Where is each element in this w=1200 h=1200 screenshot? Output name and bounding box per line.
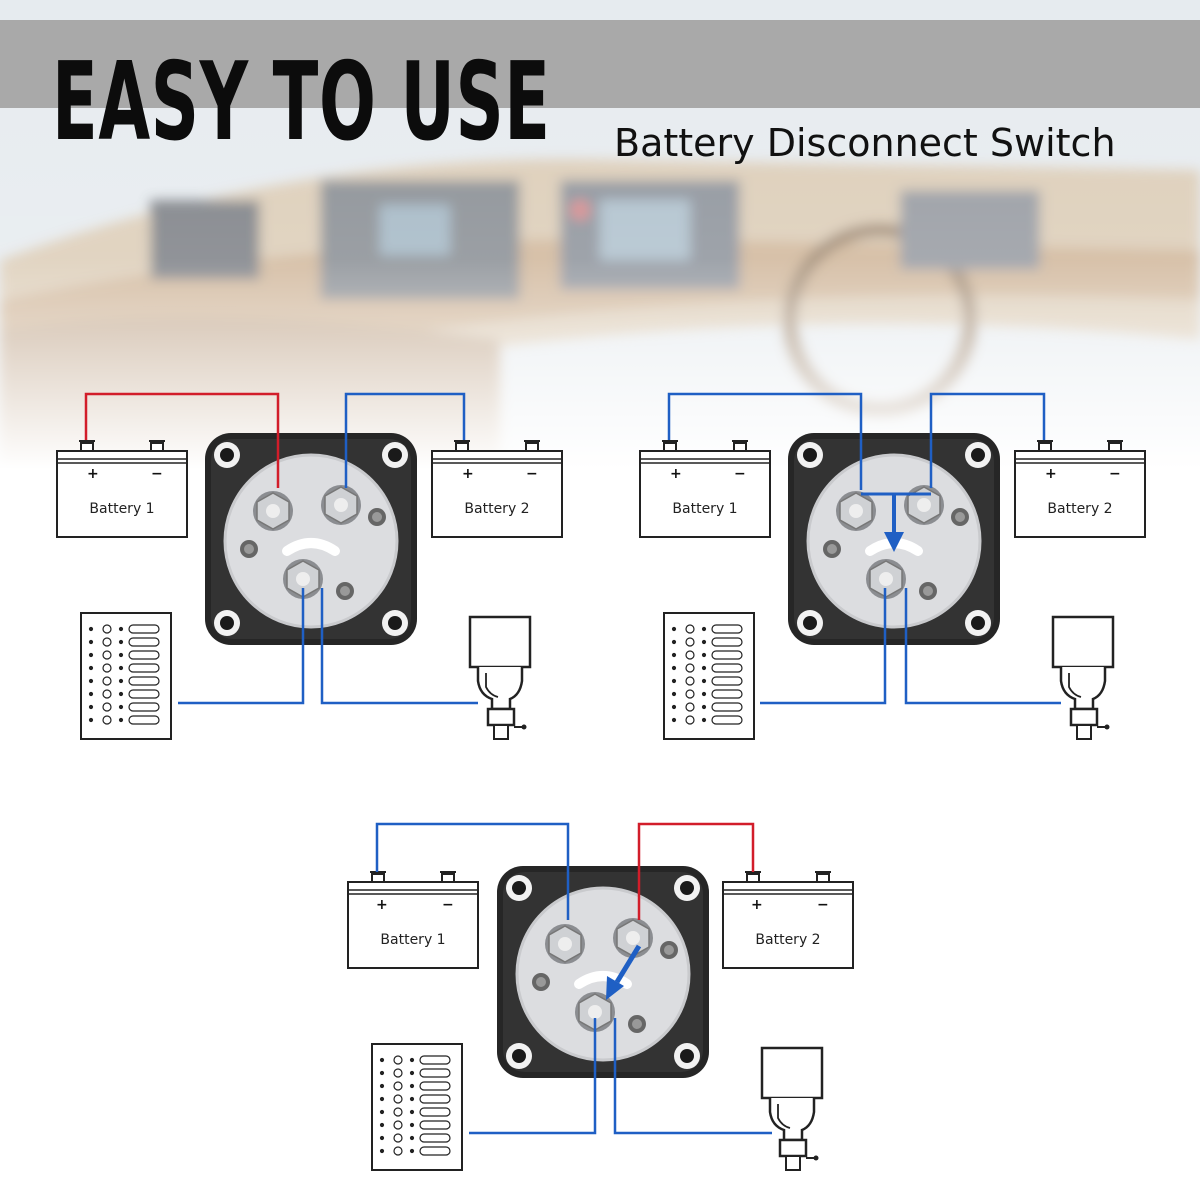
battery-2-label: Battery 2 bbox=[1047, 501, 1112, 517]
battery-1-label: Battery 1 bbox=[380, 932, 445, 948]
diagram-3: + − Battery 1 + − Battery 2 bbox=[347, 822, 854, 1172]
battery-minus-label: − bbox=[1109, 466, 1121, 482]
battery-icon bbox=[56, 440, 188, 538]
battery-icon bbox=[722, 871, 854, 969]
battery-icon bbox=[1014, 440, 1146, 538]
battery-2-label: Battery 2 bbox=[464, 501, 529, 517]
selector-arrow-icon bbox=[884, 494, 904, 552]
battery-minus-label: − bbox=[817, 897, 829, 913]
battery-icon bbox=[639, 440, 771, 538]
page-subtitle: Battery Disconnect Switch bbox=[614, 121, 1116, 165]
battery-1-label: Battery 1 bbox=[672, 501, 737, 517]
fuse-panel-icon bbox=[663, 612, 755, 740]
starter-motor-icon bbox=[1051, 615, 1115, 741]
diagram-2: + − Battery 1 + − Battery 2 bbox=[639, 392, 1146, 741]
disconnect-switch-icon bbox=[497, 866, 709, 1078]
fuse-panel-icon bbox=[80, 612, 172, 740]
battery-minus-label: − bbox=[442, 897, 454, 913]
page-title: EASY TO USE bbox=[52, 40, 551, 165]
battery-minus-label: − bbox=[734, 466, 746, 482]
battery-plus-label: + bbox=[376, 897, 388, 913]
battery-plus-label: + bbox=[87, 466, 99, 482]
battery-minus-label: − bbox=[526, 466, 538, 482]
disconnect-switch-icon bbox=[205, 433, 417, 645]
starter-motor-icon bbox=[760, 1046, 824, 1172]
battery-plus-label: + bbox=[1045, 466, 1057, 482]
fuse-panel-icon bbox=[371, 1043, 463, 1171]
battery-plus-label: + bbox=[751, 897, 763, 913]
battery-1-label: Battery 1 bbox=[89, 501, 154, 517]
battery-minus-label: − bbox=[151, 466, 163, 482]
battery-plus-label: + bbox=[670, 466, 682, 482]
diagram-1: + − Battery 1 + − Battery 2 bbox=[56, 392, 563, 741]
battery-icon bbox=[347, 871, 479, 969]
header-bar bbox=[0, 20, 1200, 108]
battery-plus-label: + bbox=[462, 466, 474, 482]
battery-2-label: Battery 2 bbox=[755, 932, 820, 948]
selector-arrow-icon bbox=[606, 944, 642, 1000]
battery-icon bbox=[431, 440, 563, 538]
starter-motor-icon bbox=[468, 615, 532, 741]
